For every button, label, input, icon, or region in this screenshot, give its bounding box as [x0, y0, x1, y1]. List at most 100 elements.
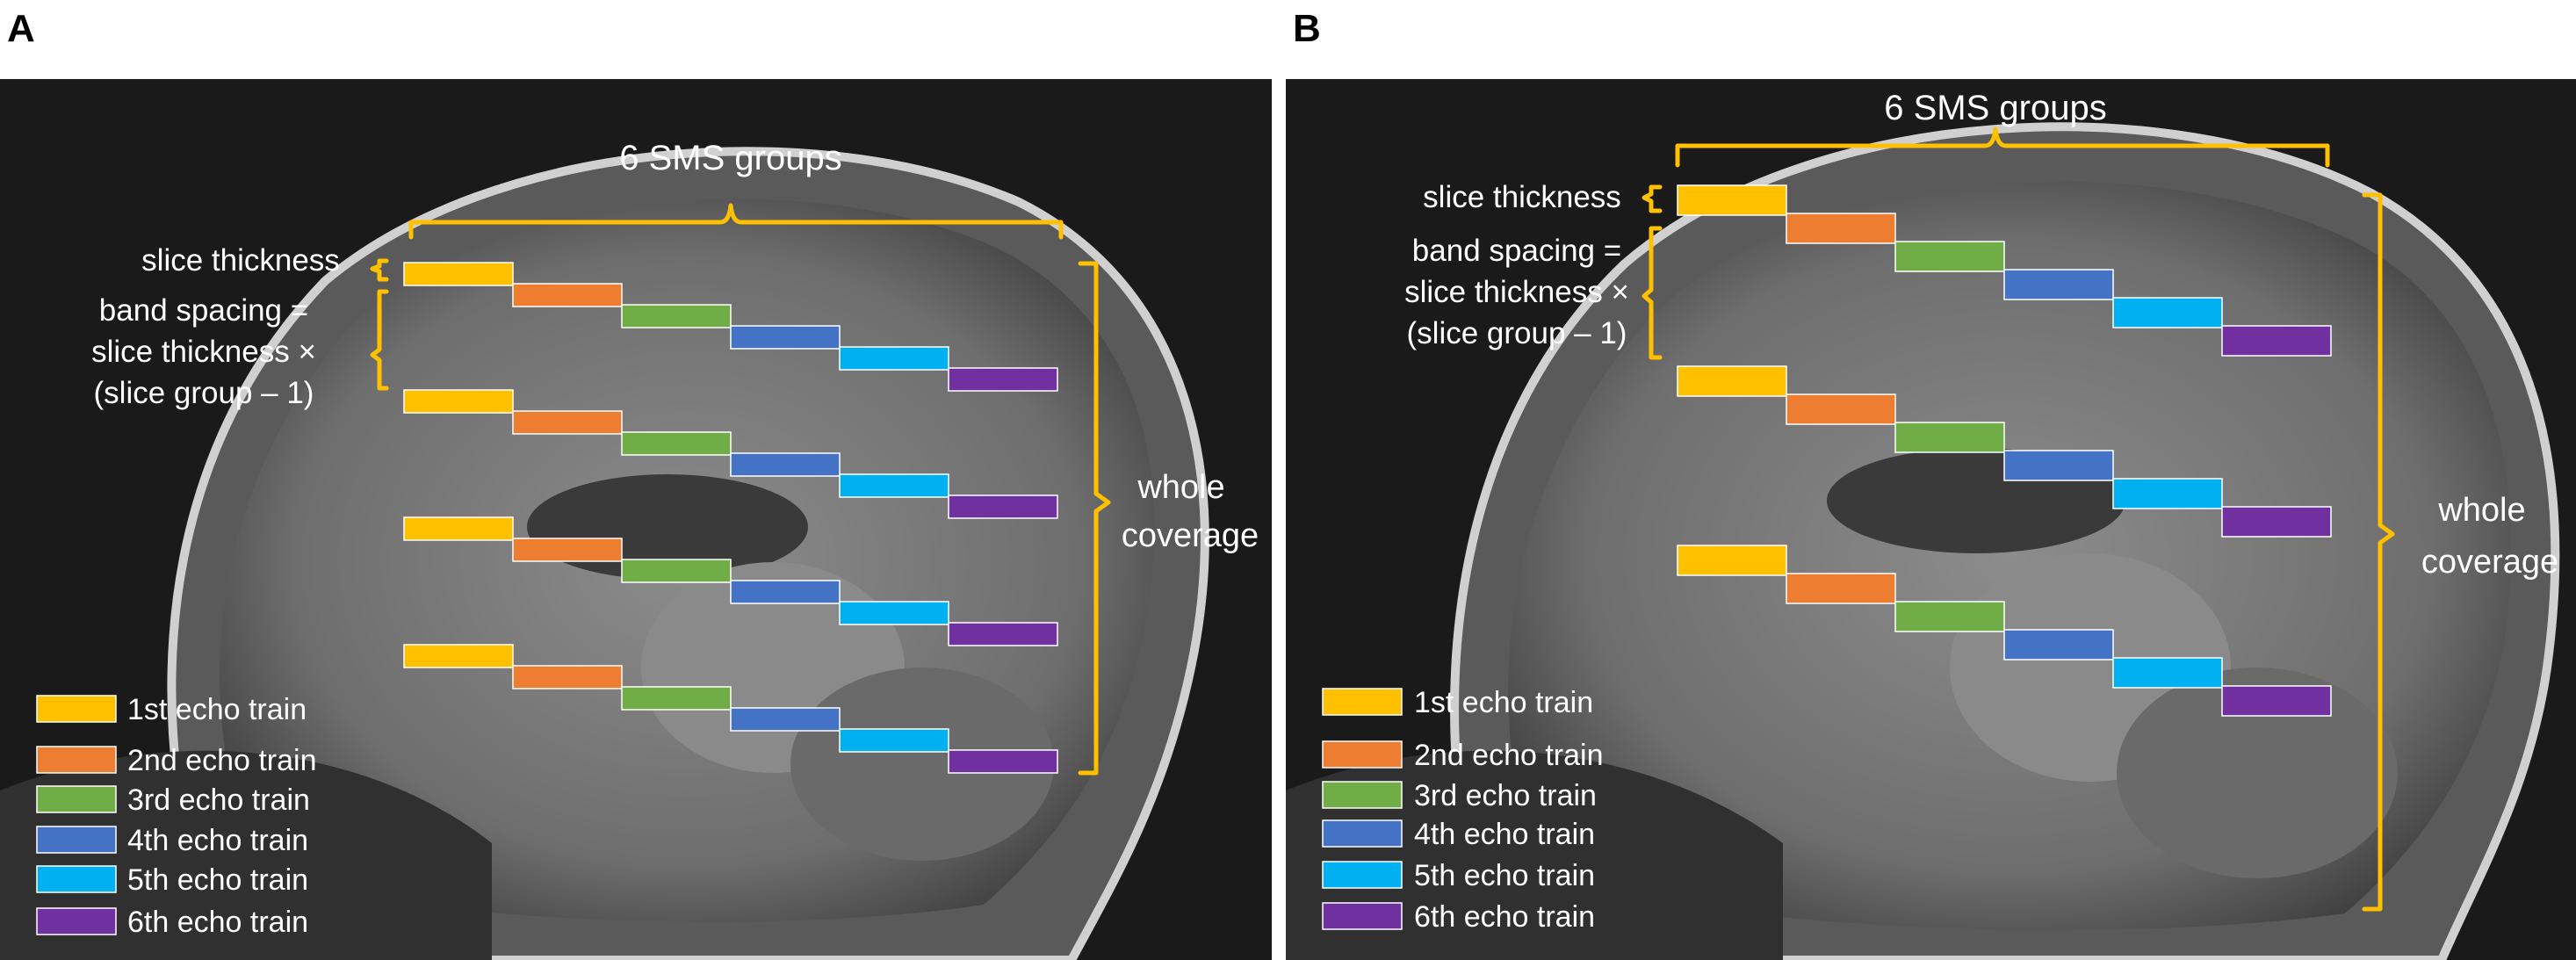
panel-b-band-2-train-2 — [1786, 393, 1896, 425]
panel-b-legend-label-2: 2nd echo train — [1414, 739, 1604, 772]
panel-a-spacing-line-2: slice thickness × — [91, 335, 316, 369]
panel-b-legend-swatch-1 — [1322, 688, 1403, 716]
panel-b-legend: 1st echo train 2nd echo train 3rd echo tra… — [1322, 686, 1604, 934]
panel-a-legend-swatch-2 — [36, 746, 117, 774]
panel-a-band-4-train-4 — [730, 707, 841, 732]
panel-b-coverage-line-2: coverage — [2421, 544, 2558, 581]
panel-b-coverage-bracket — [2362, 192, 2395, 912]
panel-a-band-2-train-2 — [512, 410, 623, 435]
panel-b-spacing-line-3: (slice group – 1) — [1407, 316, 1627, 350]
panel-a-band-4-train-5 — [839, 728, 949, 753]
panel-b-band-2-train-6 — [2221, 506, 2332, 538]
panel-a-face — [0, 750, 492, 960]
panel-b-legend-swatch-2 — [1322, 740, 1403, 769]
panel-a-band-3-train-3 — [621, 559, 732, 583]
panel-a-legend-label-4: 4th echo train — [127, 824, 308, 857]
panel-a-spacing-line-1: band spacing = — [99, 293, 308, 328]
panel-a-spacing-bracket — [370, 289, 389, 391]
panel-a-band-1-train-6 — [948, 367, 1058, 392]
panel-a-coverage-bracket — [1078, 261, 1111, 776]
panel-a-legend-label-3: 3rd echo train — [127, 783, 310, 817]
panel-a-band-3-train-1 — [403, 516, 514, 541]
panel-a-band-2-train-4 — [730, 452, 841, 477]
panel-b-legend-label-5: 5th echo train — [1414, 859, 1595, 892]
panel-a-band-3-train-6 — [948, 622, 1058, 646]
panel-b-band-3-train-3 — [1894, 601, 2005, 632]
panel-a-spacing-line-3: (slice group – 1) — [94, 376, 314, 410]
panel-a-coverage-line-1: whole — [1136, 469, 1224, 506]
panel-b-band-3-train-4 — [2003, 629, 2114, 660]
panel-b-band-2-train-5 — [2112, 478, 2223, 509]
panel-a-thickness-label: slice thickness — [141, 243, 340, 278]
panel-a-legend-swatch-4 — [36, 826, 117, 854]
panel-b-spacing-line-2: slice thickness × — [1404, 275, 1629, 309]
panel-a-brackets — [370, 203, 1111, 776]
panel-b-legend-swatch-3 — [1322, 781, 1403, 809]
panel-b-legend-label-1: 1st echo train — [1414, 686, 1593, 719]
panel-b-face — [1286, 750, 1783, 960]
panel-a-band-1-train-3 — [621, 304, 732, 328]
panel-b-groups-bracket — [1675, 126, 2330, 168]
panel-a-band-4-train-6 — [948, 749, 1058, 774]
panel-b-band-2-train-1 — [1677, 365, 1787, 397]
panel-a-legend-swatch-3 — [36, 785, 117, 813]
panel-b-legend-swatch-5 — [1322, 861, 1403, 889]
panel-a-legend-label-2: 2nd echo train — [127, 744, 317, 777]
panel-a-band-1-train-2 — [512, 283, 623, 307]
panel-a-cerebellum — [790, 668, 1054, 861]
panel-b-brackets — [1642, 126, 2395, 912]
panel-b-band-3-train-6 — [2221, 685, 2332, 717]
panel-a-coverage-line-2: coverage — [1122, 517, 1259, 554]
panel-b-groups-label: 6 SMS groups — [1884, 89, 2106, 127]
panel-b-band-3-train-5 — [2112, 657, 2223, 689]
panel-a-legend: 1st echo train 2nd echo train 3rd echo tra… — [36, 693, 317, 939]
panel-b-thickness-bracket — [1642, 184, 1663, 213]
panel-a-band-2-train-5 — [839, 473, 949, 498]
panel-b-band-1-train-5 — [2112, 297, 2223, 328]
panel-a-band-4-train-2 — [512, 665, 623, 689]
panel-b-band-3-train-1 — [1677, 545, 1787, 576]
panel-b-band-2-train-4 — [2003, 450, 2114, 481]
panel-b-legend-swatch-4 — [1322, 819, 1403, 848]
panel-a-band-4-train-3 — [621, 686, 732, 711]
panel-a-slice-bands — [403, 262, 1058, 774]
panel-b-legend-swatch-6 — [1322, 902, 1403, 930]
panel-a-legend-label-6: 6th echo train — [127, 906, 308, 939]
panel-a-groups-label: 6 SMS groups — [619, 139, 841, 177]
panel-b-band-3-train-2 — [1786, 573, 1896, 604]
panel-b-spacing-bracket — [1642, 226, 1663, 360]
panel-a-legend-label-1: 1st echo train — [127, 693, 307, 726]
panel-a-band-1-train-1 — [403, 262, 514, 286]
panel-b-thickness-label: slice thickness — [1423, 180, 1621, 214]
panel-b-band-1-train-2 — [1786, 213, 1896, 244]
panel-a-legend-swatch-6 — [36, 907, 117, 935]
panel-a-band-2-train-3 — [621, 431, 732, 456]
panel-a-groups-bracket — [408, 203, 1064, 240]
panel-a-thickness-bracket — [370, 258, 389, 282]
panel-a-band-1-train-4 — [730, 325, 841, 350]
panel-a-legend-swatch-5 — [36, 865, 117, 893]
panel-a-band-3-train-2 — [512, 538, 623, 562]
panel-b-band-1-train-6 — [2221, 325, 2332, 357]
panel-b-band-1-train-1 — [1677, 184, 1787, 216]
panel-b-band-2-train-3 — [1894, 422, 2005, 453]
panel-a-band-3-train-5 — [839, 601, 949, 625]
panel-b-coverage-line-1: whole — [2437, 492, 2525, 529]
panel-a-band-3-train-4 — [730, 580, 841, 604]
panel-a-legend-label-5: 5th echo train — [127, 863, 308, 897]
panel-a-legend-swatch-1 — [36, 695, 117, 723]
panel-a-band-4-train-1 — [403, 644, 514, 668]
panel-b-legend-label-4: 4th echo train — [1414, 818, 1595, 851]
panel-a-band-2-train-1 — [403, 389, 514, 414]
panel-b-spacing-line-1: band spacing = — [1412, 234, 1621, 268]
panel-a-letter: A — [7, 7, 35, 50]
panel-a-band-2-train-6 — [948, 494, 1058, 519]
panel-b-cerebellum — [2117, 668, 2398, 878]
panel-b-legend-label-3: 3rd echo train — [1414, 779, 1597, 812]
panel-a-band-1-train-5 — [839, 346, 949, 371]
panel-b-slice-bands — [1677, 184, 2332, 717]
panel-b-band-1-train-3 — [1894, 241, 2005, 272]
panel-b-legend-label-6: 6th echo train — [1414, 900, 1595, 934]
panel-b-band-1-train-4 — [2003, 269, 2114, 300]
